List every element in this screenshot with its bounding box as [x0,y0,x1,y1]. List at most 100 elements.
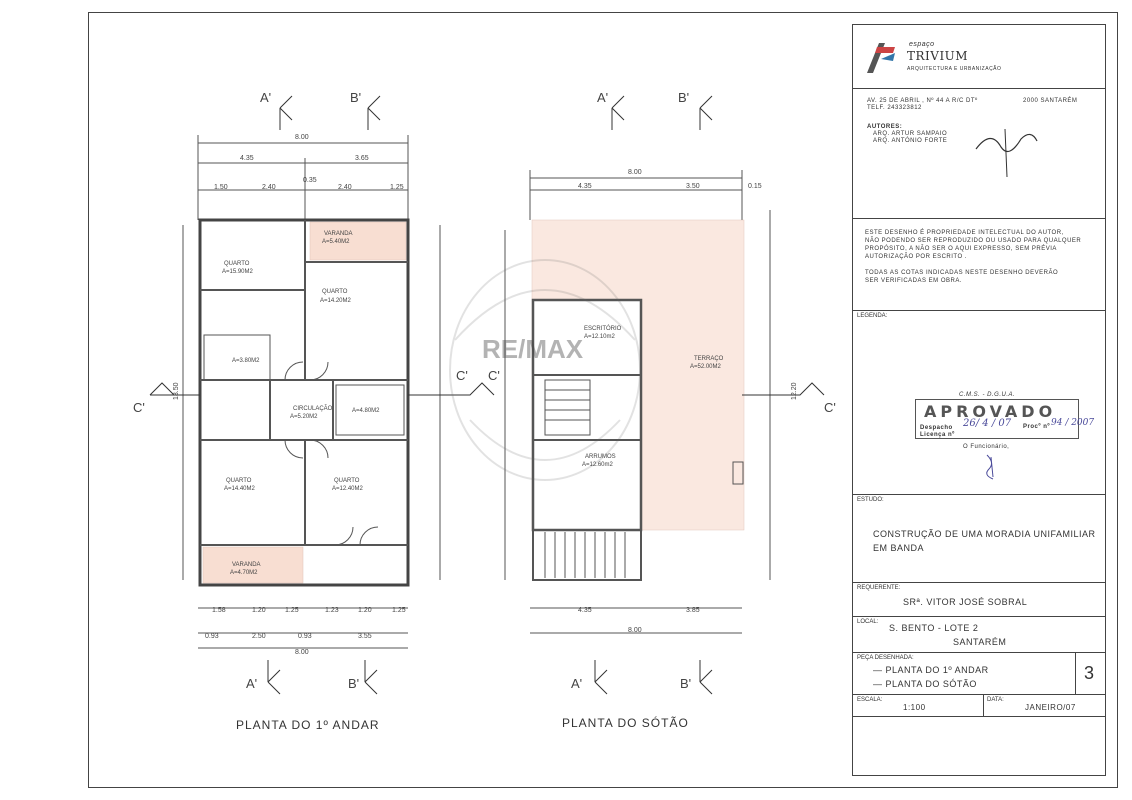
dim-035: 0.35 [303,177,317,184]
room-quarto-3-area: A=14.40M2 [224,486,256,492]
legend-box: LEGENDA: [853,311,1105,495]
date-label: DATA: [987,697,1004,703]
piece-box: PEÇA DESENHADA: — PLANTA DO 1º ANDAR — P… [853,653,1105,695]
attic-section-a-bottom: A' [571,676,582,691]
watermark-text: RE/MAX [482,334,584,364]
room-arrumos: ARRUMOS [585,454,616,460]
bdim2-2: 2.50 [252,633,266,640]
room-varanda-bottom: VARANDA [232,562,261,568]
room-quarto-4: QUARTO [334,478,360,484]
company-sub: ARQUITECTURA E URBANIZAÇÃO [907,66,1002,72]
attic-dim-800: 8.00 [628,169,642,176]
attic-bdim-435: 4.35 [578,607,592,614]
attic-dim-1220: 12.20 [791,382,798,400]
room-varanda-top-area: A=5.40M2 [322,239,350,245]
attic-section-c-left: C' [488,368,500,383]
room-quarto-1: QUARTO [224,261,250,267]
section-c-mid: C' [456,368,468,383]
notice-1: ESTE DESENHO É PROPRIEDADE INTELECTUAL D… [865,230,1064,236]
room-varanda-top: VARANDA [324,231,353,237]
bdim-3: 1.25 [285,607,299,614]
study-line-2: EM BANDA [873,543,925,553]
requester-label: REQUERENTE: [857,585,901,591]
plan-attic [504,95,825,695]
bdim-total: 8.00 [295,649,309,656]
sheet-number-cell: 3 [1075,653,1108,695]
authors-label: AUTORES: [867,124,903,130]
dim-1350: 13.50 [173,382,180,400]
company-brand: espaço [909,41,935,48]
room-quarto-1-area: A=15.90M2 [222,269,254,275]
requester-box: REQUERENTE: SRª. VITOR JOSÉ SOBRAL [853,583,1105,617]
attic-dim-350: 3.50 [686,183,700,190]
attic-section-c: C' [824,400,836,415]
bdim-1: 1.58 [212,607,226,614]
phone: TELF. 243323812 [867,105,922,111]
bdim-2: 1.20 [252,607,266,614]
legend-label: LEGENDA: [857,313,888,319]
stamp-proc-value: 94 / 2007 [1051,418,1095,428]
room-quarto-2-area: A=14.20M2 [320,298,352,304]
author-1: ARQ. ARTUR SAMPAIO [873,131,948,137]
bdim2-3: 0.93 [298,633,312,640]
local-line-1: S. BENTO - LOTE 2 [889,623,979,633]
stamp-funcionario: O Funcionário, [963,444,1010,450]
local-box: LOCAL: S. BENTO - LOTE 2 SANTARÉM [853,617,1105,653]
room-escritorio-area: A=12.10m2 [584,334,616,340]
notice-box: ESTE DESENHO É PROPRIEDADE INTELECTUAL D… [853,219,1105,311]
notice-6: SER VERIFICADAS EM OBRA. [865,278,963,284]
room-terraco-area: A=52.00M2 [690,364,722,370]
plan-first-floor [149,95,495,695]
sheet-number: 3 [1084,663,1095,683]
piece-line-1: — PLANTA DO 1º ANDAR [873,665,989,675]
room-wc-area: A=4.80M2 [352,408,380,414]
notice-3: PROPÓSITO, A NÃO SER O AQUI EXPRESSO, SE… [865,246,1057,252]
scale-label: ESCALA: [857,697,883,703]
stamp-header: C.M.S. - D.G.U.A. [959,392,1016,398]
dim-240a: 2.40 [262,184,276,191]
attic-bdim-total: 8.00 [628,627,642,634]
room-terraco: TERRAÇO [694,356,724,362]
section-b-bottom: B' [348,676,359,691]
notice-2: NÃO PODENDO SER REPRODUZIDO OU USADO PAR… [865,238,1082,244]
logo-box: espaço TRIVIUM ARQUITECTURA E URBANIZAÇÃ… [853,25,1105,89]
room-quarto-2: QUARTO [322,289,348,295]
caption-plan-first-floor: PLANTA DO 1º ANDAR [236,718,380,732]
room-quarto-4-area: A=12.40M2 [332,486,364,492]
dim-800-top: 8.00 [295,134,309,141]
bdim2-4: 3.55 [358,633,372,640]
bdim-6: 1.25 [392,607,406,614]
room-varanda-bottom-area: A=4.70M2 [230,570,258,576]
company-logo-icon [863,39,899,75]
section-a-bottom: A' [246,676,257,691]
notice-5: TODAS AS COTAS INDICADAS NESTE DESENHO D… [865,270,1059,276]
drawing-sheet-border [88,12,1118,788]
piece-label: PEÇA DESENHADA: [857,655,914,661]
attic-section-a-top: A' [597,90,608,105]
company-name: TRIVIUM [907,49,969,63]
stamp-despacho: Despacho [920,425,953,431]
study-label: ESTUDO: [857,497,884,503]
bdim-4: 1.23 [325,607,339,614]
local-label: LOCAL: [857,619,879,625]
section-b-top: B' [350,90,361,105]
requester-name: SRª. VITOR JOSÉ SOBRAL [903,597,1028,607]
room-escritorio: ESCRITÓRIO [584,325,622,332]
piece-line-2: — PLANTA DO SÓTÃO [873,679,977,689]
date-value: JANEIRO/07 [1025,703,1076,712]
dim-125: 1.25 [390,184,404,191]
room-circulacao-area: A=5.20M2 [290,414,318,420]
attic-dim-015: 0.15 [748,183,762,190]
stamp-licenca: Licença nº [920,432,955,438]
attic-section-b-bottom: B' [680,676,691,691]
approval-stamp: APROVADO Despacho Licença nº [915,399,1079,439]
stamp-proc: Procº nº [1023,424,1051,430]
notice-4: AUTORIZAÇÃO POR ESCRITO . [865,254,967,260]
dim-150: 1.50 [214,184,228,191]
section-c-left: C' [133,400,145,415]
local-line-2: SANTARÉM [953,637,1007,647]
scale-date-box: ESCALA: 1:100 DATA: JANEIRO/07 [853,695,1105,717]
dim-240b: 2.40 [338,184,352,191]
study-line-1: CONSTRUÇÃO DE UMA MORADIA UNIFAMILIAR [873,529,1096,539]
